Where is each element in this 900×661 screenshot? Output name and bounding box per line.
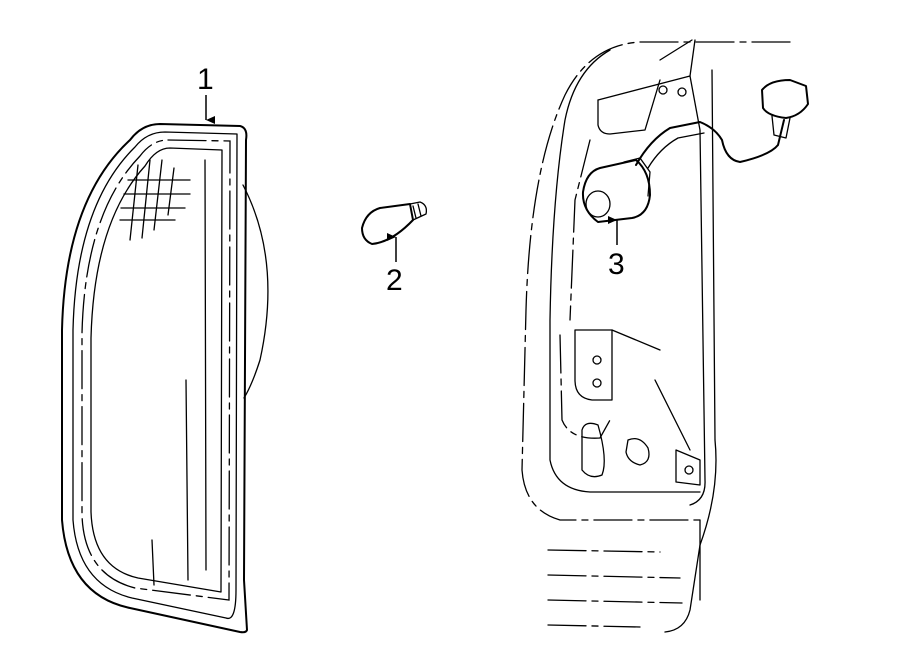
bulb[interactable] xyxy=(361,201,428,245)
callout-3: 3 xyxy=(608,216,625,281)
callout-3-label: 3 xyxy=(608,248,625,281)
vehicle-body-panel xyxy=(521,39,791,633)
callout-2: 2 xyxy=(386,233,403,297)
callout-1-label: 1 xyxy=(197,63,214,96)
tail-lamp-lens[interactable] xyxy=(61,123,269,634)
callout-2-label: 2 xyxy=(386,264,403,297)
callout-1: 1 xyxy=(197,63,215,124)
socket-and-wire[interactable] xyxy=(581,79,809,223)
